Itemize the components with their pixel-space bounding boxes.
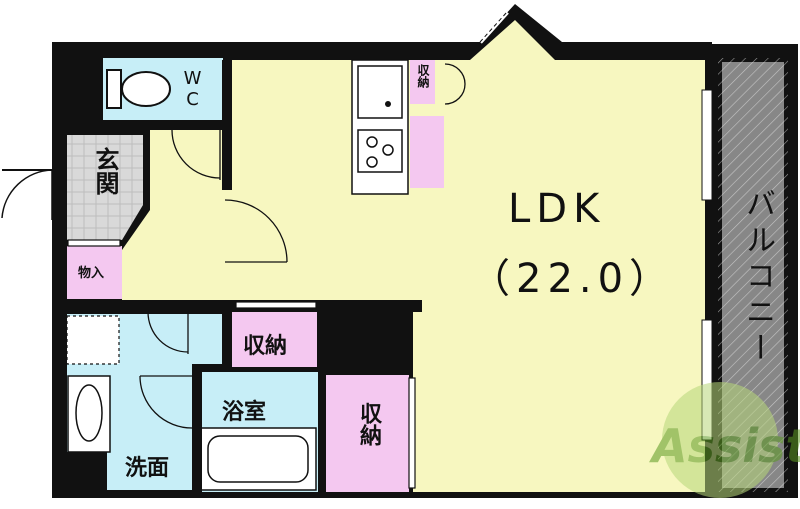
shuno-tall-label: 収納 — [356, 402, 381, 446]
toilet-icon — [106, 69, 171, 109]
hall-floor — [122, 130, 232, 300]
shuno-mid-floor — [232, 312, 317, 367]
washbasin-icon — [67, 375, 111, 453]
door-swings — [139, 63, 466, 429]
senmen-label: 洗面 — [125, 456, 170, 481]
balcony-label: バルコニー — [740, 188, 775, 368]
genkan-floor — [67, 135, 143, 240]
wc-label: WC — [182, 68, 203, 110]
ldk-size-label: （22.0） — [470, 256, 676, 302]
assist-logo: Assist — [649, 382, 800, 498]
shuno-mid-label: 収納 — [243, 334, 288, 359]
ldk-floor — [232, 20, 705, 492]
shuno-small-label: 収納 — [416, 64, 430, 88]
bay-window-icon — [478, 10, 509, 44]
stove-icon — [357, 129, 403, 173]
kitchen-counter — [351, 59, 409, 195]
svg-text:Assist: Assist — [649, 419, 800, 473]
storage-doors — [67, 239, 416, 489]
shuno-tall-floor — [326, 375, 409, 492]
genkan-label: 玄関 — [91, 147, 119, 195]
washer-space — [66, 315, 120, 365]
shuno-top-floor — [410, 60, 435, 104]
washroom-upper — [125, 314, 222, 364]
ldk-label: LDK — [508, 186, 606, 232]
yokushitsu-label: 浴室 — [222, 400, 267, 425]
entrance-door-icon — [0, 164, 53, 220]
shuno-small-floor — [410, 116, 444, 188]
monoire-label: 物入 — [78, 266, 105, 281]
monoire-floor — [67, 246, 122, 299]
bathtub-icon — [199, 427, 317, 491]
